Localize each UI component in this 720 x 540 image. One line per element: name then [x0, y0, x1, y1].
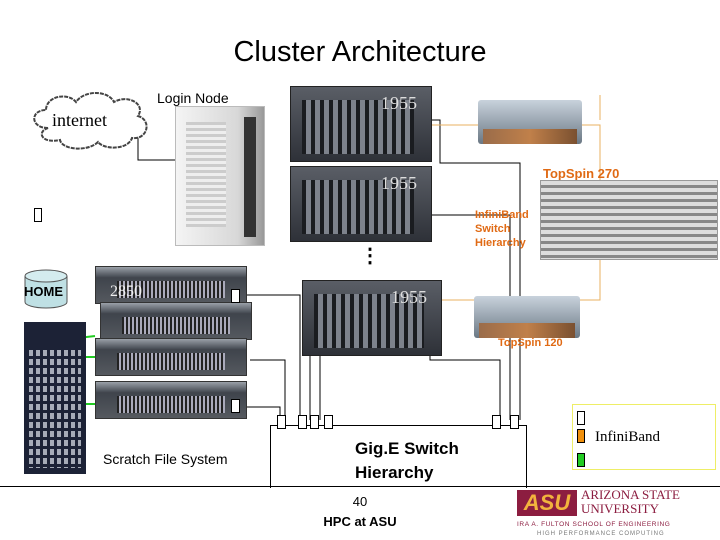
scratch-storage-rack[interactable] [24, 322, 86, 474]
topspin-270-switch[interactable] [540, 180, 718, 260]
home-label: HOME [24, 284, 63, 299]
asu-logo-line2: UNIVERSITY [581, 501, 659, 516]
gige-port [231, 399, 240, 413]
asu-logo: ASU ARIZONA STATE UNIVERSITY IRA A. FULT… [515, 488, 685, 540]
page-number: 40 [352, 494, 368, 509]
internet-label: internet [52, 110, 107, 130]
gige-port [310, 415, 319, 429]
topspin-120-label: TopSpin 120 [498, 337, 563, 349]
legend-infiniband-label: InfiniBand [595, 429, 660, 445]
compute-chassis-1955[interactable]: 1955 [302, 280, 442, 356]
legend-swatch-green [577, 453, 585, 467]
asu-logo-line1: ARIZONA STATE [581, 487, 680, 502]
gige-link-1 [245, 294, 301, 420]
ib-port [492, 415, 501, 429]
login-node-server[interactable] [175, 106, 265, 246]
storage-server[interactable] [100, 302, 252, 340]
login-node-label: Login Node [157, 90, 229, 106]
home-storage-icon [24, 269, 68, 309]
placeholder-box-icon [34, 208, 42, 222]
asu-logo-line3: IRA A. FULTON SCHOOL OF ENGINEERING [517, 521, 671, 528]
ib-link-1 [420, 119, 521, 420]
storage-server[interactable] [95, 338, 247, 376]
gige-port [298, 415, 307, 429]
chassis-label: 1955 [381, 93, 417, 113]
chassis-label: 1955 [391, 287, 427, 307]
topspin-switch[interactable] [478, 100, 582, 144]
more-chassis-ellipsis: ⋮ [360, 245, 380, 267]
gige-port [231, 289, 240, 303]
topspin-120-switch[interactable] [474, 296, 580, 338]
compute-chassis-1955[interactable]: 1955 [290, 166, 432, 242]
legend-swatch-orange [577, 429, 585, 443]
ib-port [510, 415, 519, 429]
asu-logo-mark: ASU [517, 490, 577, 516]
infiniband-hierarchy-label: InfiniBand Switch Hierarchy [475, 209, 529, 249]
gige-port [277, 415, 286, 429]
gige-label: Gig.E Switch Hierarchy [355, 439, 459, 482]
topspin-270-label: TopSpin 270 [543, 166, 620, 181]
ib-link-3 [429, 350, 501, 420]
chassis-label: 1955 [381, 173, 417, 193]
slide-title: Cluster Architecture [233, 36, 487, 68]
server-label: 2850 [110, 283, 142, 300]
compute-chassis-1955[interactable]: 1955 [290, 86, 432, 162]
footer-caption: HPC at ASU [323, 514, 397, 529]
asu-logo-line4: HIGH PERFORMANCE COMPUTING [537, 531, 665, 537]
storage-server-2850[interactable]: 2850 [95, 266, 247, 304]
storage-server[interactable] [95, 381, 247, 419]
gige-port [324, 415, 333, 429]
legend: InfiniBand [572, 404, 716, 470]
legend-swatch-white [577, 411, 585, 425]
scratch-label: Scratch File System [103, 451, 228, 467]
internet-cloud-icon [33, 92, 148, 150]
footer-divider [0, 486, 720, 487]
gige-switch-box[interactable] [270, 425, 527, 488]
gige-link-2 [250, 359, 286, 420]
